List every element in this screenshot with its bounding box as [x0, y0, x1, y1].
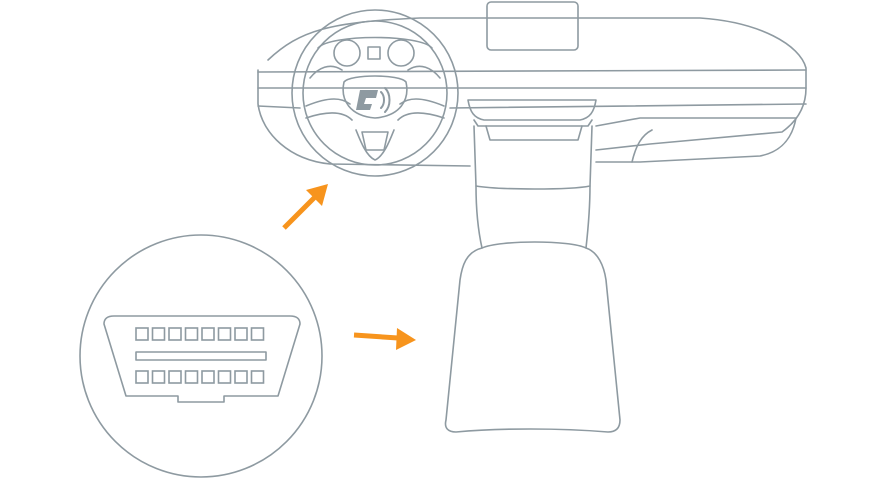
obd-pin — [201, 370, 215, 384]
obd-device-logo-icon — [356, 87, 391, 113]
obd-pin — [184, 370, 199, 384]
arrow-to-steering — [282, 184, 328, 230]
tachometer — [387, 39, 415, 67]
arrow-head — [396, 328, 416, 350]
obd-pin — [250, 370, 265, 384]
obd-pin — [217, 327, 232, 341]
obd-pin — [184, 327, 199, 341]
steering-hub — [342, 75, 408, 119]
obd-pin — [250, 327, 265, 341]
speedometer — [333, 39, 361, 67]
obd-pin — [234, 327, 248, 341]
obd-pin — [135, 327, 149, 341]
obd-port-icon — [103, 315, 301, 403]
obd-pin — [151, 327, 166, 341]
steering-wheel — [291, 9, 459, 177]
obd-port-zoom — [79, 234, 323, 478]
center-vent — [467, 99, 597, 121]
infotainment-screen — [486, 1, 579, 51]
arrow-to-console — [353, 328, 416, 350]
obd-pin — [168, 327, 182, 341]
obd-pin — [217, 370, 232, 384]
obd-pin — [135, 370, 149, 384]
obd-pin — [168, 370, 182, 384]
obd-pin — [151, 370, 166, 384]
obd-pin — [201, 327, 215, 341]
arrow-head — [306, 184, 328, 206]
dashboard — [257, 1, 807, 249]
obd-pin — [234, 370, 248, 384]
lower-console — [444, 241, 621, 433]
